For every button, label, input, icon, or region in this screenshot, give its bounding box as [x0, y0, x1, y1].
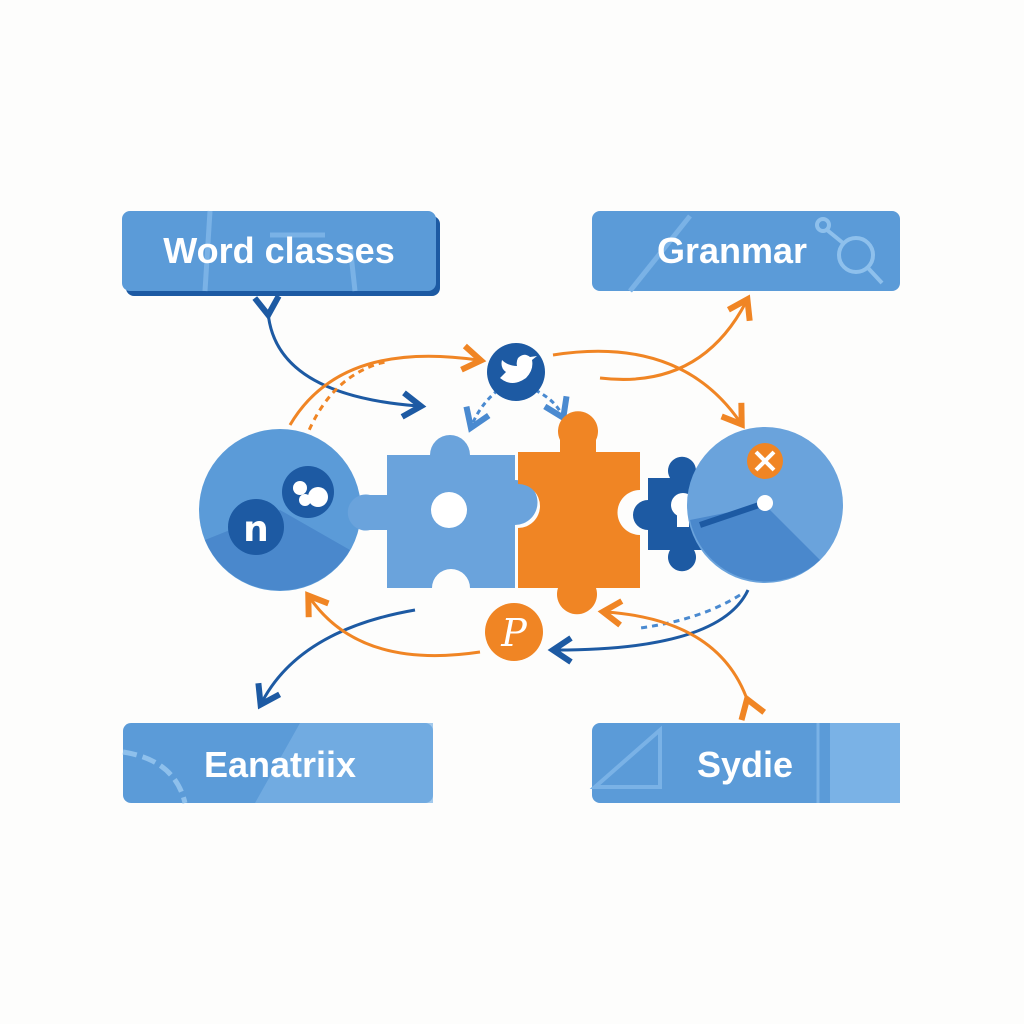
bird-icon — [500, 354, 537, 383]
twitter-badge[interactable] — [487, 343, 545, 401]
badge-letter: n — [243, 509, 269, 550]
box-label: Sydie — [697, 744, 793, 785]
box-label: Granmar — [657, 230, 807, 271]
p-badge[interactable]: P — [485, 603, 543, 661]
box-eanatriix[interactable]: Eanatriix — [122, 723, 433, 804]
box-label: Eanatriix — [204, 744, 356, 785]
puzzle-piece-orange — [518, 411, 640, 615]
badge-letter: P — [500, 611, 528, 655]
n-badge-icon — [228, 499, 284, 555]
connector-arrows — [252, 294, 767, 721]
box-word-classes[interactable]: Word classes — [122, 210, 440, 296]
box-label: Word classes — [163, 230, 394, 271]
puzzle-piece-light-blue — [347, 435, 538, 588]
box-granmar[interactable]: Granmar — [592, 211, 900, 293]
left-node-circle: n — [199, 429, 361, 591]
right-node-circle — [687, 427, 843, 583]
box-sydie[interactable]: Sydie — [589, 723, 900, 803]
magnifier-icon — [815, 217, 884, 285]
